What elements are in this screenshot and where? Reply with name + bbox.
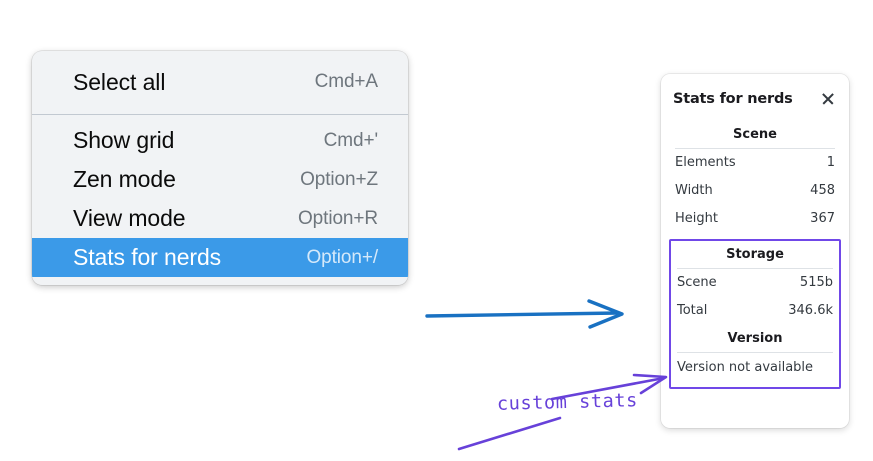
menu-item-label: Stats for nerds	[73, 244, 222, 270]
menu-item-label: View mode	[73, 205, 186, 231]
section-divider	[675, 148, 835, 149]
stats-row-label: Height	[675, 211, 718, 226]
stats-row-label: Width	[675, 183, 713, 198]
stats-section-version: Version Version not available	[675, 325, 835, 383]
menu-group-view: Show grid Cmd+' Zen mode Option+Z View m…	[32, 121, 408, 277]
close-icon[interactable]	[820, 91, 836, 107]
stats-row-label: Total	[677, 303, 708, 318]
handwritten-annotation-label: custom stats	[496, 390, 639, 415]
stats-row-storage-scene: Scene 515b	[675, 269, 835, 297]
menu-item-label: Zen mode	[73, 166, 176, 192]
section-divider	[677, 268, 833, 269]
stats-row-value: 346.6k	[788, 303, 833, 318]
canvas-context-menu[interactable]: Select all Cmd+A Show grid Cmd+' Zen mod…	[32, 51, 408, 285]
custom-stats-highlight-box: Storage Scene 515b Total 346.6k Version …	[669, 239, 841, 389]
stats-row-label: Scene	[677, 275, 717, 290]
stats-row-value: 458	[810, 183, 835, 198]
stats-for-nerds-panel: Stats for nerds Scene Elements 1 Width 4…	[661, 74, 849, 428]
menu-group-selection: Select all Cmd+A	[32, 57, 408, 107]
stats-panel-title: Stats for nerds	[673, 91, 793, 107]
menu-item-view-mode[interactable]: View mode Option+R	[32, 199, 408, 238]
menu-item-show-grid[interactable]: Show grid Cmd+'	[32, 121, 408, 160]
stats-row-value: 515b	[799, 275, 833, 290]
menu-separator	[32, 114, 408, 115]
version-not-available-text: Version not available	[677, 360, 814, 375]
callout-stroke-purple-lower	[457, 416, 562, 451]
menu-item-shortcut: Option+Z	[300, 168, 378, 190]
stats-panel-titlebar: Stats for nerds	[673, 87, 837, 111]
stats-row-value: 367	[810, 211, 835, 226]
stats-section-scene: Scene Elements 1 Width 458 Height 367	[673, 121, 837, 233]
section-title-scene: Scene	[733, 127, 777, 142]
menu-item-stats-for-nerds[interactable]: Stats for nerds Option+/	[32, 238, 408, 277]
menu-item-shortcut: Option+R	[298, 207, 378, 229]
stats-row-value: 1	[826, 155, 835, 170]
section-title-storage: Storage	[726, 247, 784, 262]
menu-item-label: Select all	[73, 68, 166, 95]
stats-row-width: Width 458	[673, 177, 837, 205]
menu-item-label: Show grid	[73, 127, 175, 153]
stats-row-label: Elements	[675, 155, 736, 170]
menu-item-shortcut: Cmd+A	[314, 71, 378, 92]
flow-arrow-blue	[425, 299, 624, 329]
menu-item-shortcut: Option+/	[306, 246, 378, 268]
stats-row-storage-total: Total 346.6k	[675, 297, 835, 325]
menu-item-shortcut: Cmd+'	[323, 129, 378, 151]
section-divider	[677, 352, 833, 353]
menu-item-select-all[interactable]: Select all Cmd+A	[32, 57, 408, 107]
stats-section-storage: Storage Scene 515b Total 346.6k	[675, 241, 835, 325]
section-title-version: Version	[727, 331, 783, 346]
stats-row-elements: Elements 1	[673, 149, 837, 177]
stats-row-height: Height 367	[673, 205, 837, 233]
menu-item-zen-mode[interactable]: Zen mode Option+Z	[32, 160, 408, 199]
